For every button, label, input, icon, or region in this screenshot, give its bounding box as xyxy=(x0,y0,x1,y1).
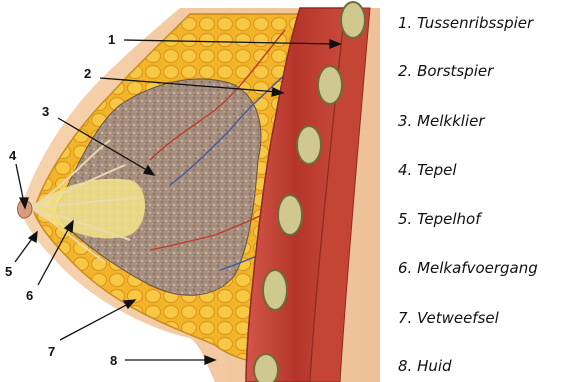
callout-number-8: 8 xyxy=(110,353,117,368)
legend-item-pectoral-muscle: 2. Borstspier xyxy=(398,62,493,80)
rib xyxy=(263,270,287,310)
legend-item-mammary-gland: 3. Melkklier xyxy=(398,112,485,130)
callout-number-7: 7 xyxy=(48,344,55,359)
callout-number-3: 3 xyxy=(42,104,49,119)
rib xyxy=(297,126,321,164)
rib xyxy=(341,2,365,38)
callout-number-4: 4 xyxy=(9,148,17,163)
rib xyxy=(254,354,278,382)
legend-item-fat-tissue: 7. Vetweefsel xyxy=(398,309,499,327)
legend-item-areola: 5. Tepelhof xyxy=(398,210,481,228)
legend-item-intercostal-muscle: 1. Tussenribsspier xyxy=(398,14,533,32)
callout-number-2: 2 xyxy=(84,66,91,81)
callout-number-1: 1 xyxy=(108,32,115,47)
rib xyxy=(318,66,342,104)
leader-line-4 xyxy=(16,164,24,203)
legend-item-nipple: 4. Tepel xyxy=(398,161,457,179)
legend-item-skin: 8. Huid xyxy=(398,357,452,375)
legend: 1. Tussenribsspier 2. Borstspier 3. Melk… xyxy=(398,0,563,382)
callout-number-6: 6 xyxy=(26,288,33,303)
leader-line-7 xyxy=(60,303,130,340)
legend-item-milk-duct: 6. Melkafvoergang xyxy=(398,259,538,277)
rib xyxy=(278,195,302,235)
callout-number-5: 5 xyxy=(5,264,12,279)
